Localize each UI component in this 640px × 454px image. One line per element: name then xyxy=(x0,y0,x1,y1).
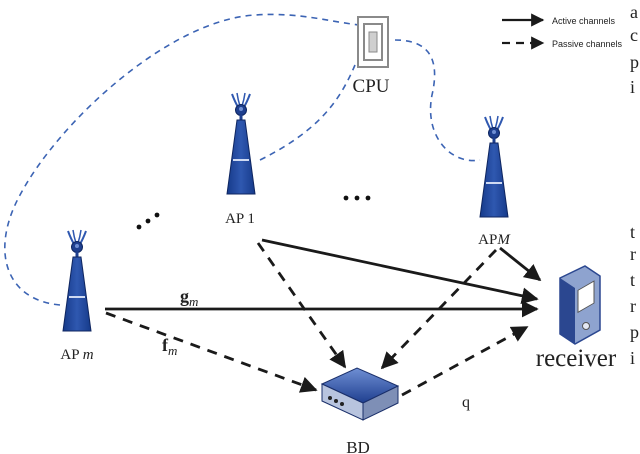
passive-apm-to-bd xyxy=(105,311,318,393)
apm-tower-icon xyxy=(62,229,92,332)
receiver-label: receiver xyxy=(536,345,617,372)
ellipsis-left xyxy=(136,212,160,230)
active-ap1-to-receiver xyxy=(261,238,539,305)
fronthaul-apM-to-cpu xyxy=(394,39,481,162)
channel-f-label: fm xyxy=(162,335,177,358)
channel-g-label: gm xyxy=(180,286,198,309)
passive-apM-to-bd xyxy=(380,249,498,370)
bd-device-icon xyxy=(320,367,400,421)
legend-active-label: Active channels xyxy=(552,16,616,26)
right-edge-letter: a xyxy=(630,2,638,22)
right-edge-letter: p xyxy=(630,52,639,72)
right-edge-letter: c xyxy=(630,25,638,45)
cpu-icon xyxy=(357,16,389,68)
bd-label: BD xyxy=(346,438,370,454)
active-apM-to-receiver xyxy=(499,246,542,282)
legend: Active channels Passive channels xyxy=(502,13,623,50)
right-edge-letter: t xyxy=(630,270,636,290)
ap1-tower-icon xyxy=(226,92,256,195)
apM-label: APM xyxy=(478,232,511,248)
apM-tower-icon xyxy=(479,115,509,218)
apm-label: AP m xyxy=(60,347,93,363)
right-edge-letter: r xyxy=(630,296,636,316)
fronthaul-ap1-to-cpu xyxy=(259,64,356,161)
cpu-label: CPU xyxy=(353,76,390,97)
passive-ap1-to-bd xyxy=(256,242,347,369)
passive-bd-to-receiver xyxy=(401,325,529,397)
channel-q-label: q xyxy=(462,394,470,411)
right-edge-letter: p xyxy=(630,322,639,342)
right-edge-letter: r xyxy=(630,244,636,264)
receiver-phone-icon xyxy=(559,265,601,345)
fronthaul-apm-to-cpu xyxy=(4,13,361,306)
legend-passive-label: Passive channels xyxy=(552,39,623,49)
ellipsis-middle xyxy=(343,195,371,201)
right-edge-letter: t xyxy=(630,222,636,242)
right-edge-letter: i xyxy=(630,348,636,368)
right-edge-letter: i xyxy=(630,77,636,97)
ap1-label: AP 1 xyxy=(225,211,255,227)
